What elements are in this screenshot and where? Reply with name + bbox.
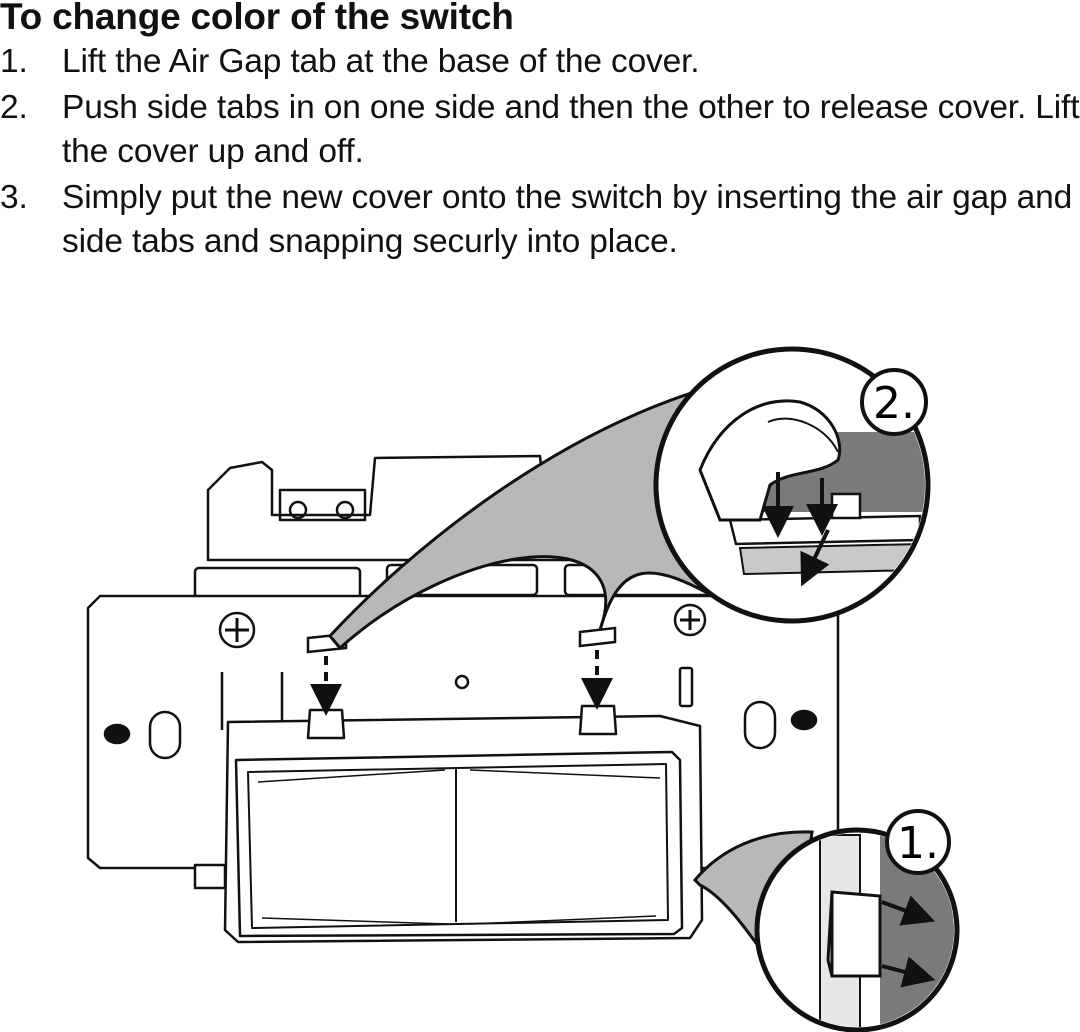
switch-cover-illustration: 2. 1. bbox=[0, 330, 1080, 1032]
step-2: 2. Push side tabs in on one side and the… bbox=[0, 86, 1080, 174]
step-number: 3. bbox=[0, 176, 56, 220]
step-text: Push side tabs in on one side and then t… bbox=[62, 89, 1079, 170]
step-text: Simply put the new cover onto the switch… bbox=[62, 179, 1072, 260]
callout-label-2: 2. bbox=[873, 378, 915, 429]
instruction-list: 1. Lift the Air Gap tab at the base of t… bbox=[0, 40, 1080, 266]
step-1: 1. Lift the Air Gap tab at the base of t… bbox=[0, 40, 1080, 84]
step-number: 1. bbox=[0, 40, 56, 84]
callout-label-1: 1. bbox=[897, 818, 939, 869]
step-text: Lift the Air Gap tab at the base of the … bbox=[62, 43, 699, 80]
page-title: To change color of the switch bbox=[0, 0, 514, 40]
step-3: 3. Simply put the new cover onto the swi… bbox=[0, 176, 1080, 264]
step-number: 2. bbox=[0, 86, 56, 130]
switch-cover bbox=[225, 706, 702, 942]
